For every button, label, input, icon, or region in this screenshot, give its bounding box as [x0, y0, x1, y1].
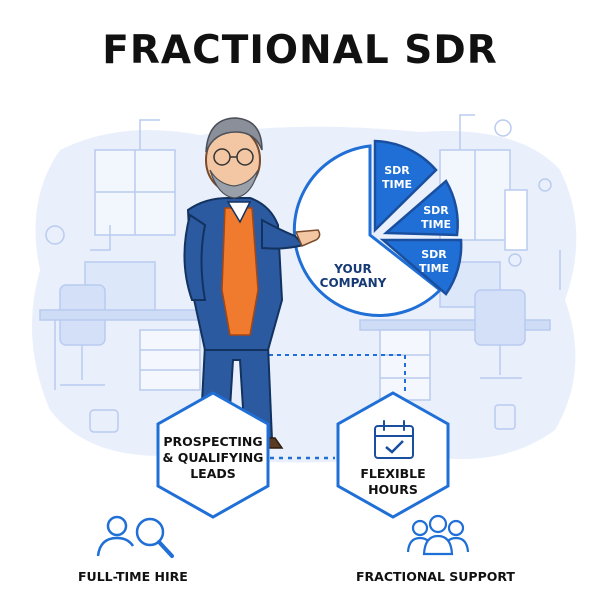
hex-prospecting-text: PROSPECTING & QUALIFYING LEADS [153, 434, 273, 482]
pie-chart: YOUR COMPANY SDR TIME SDR TIME SDR TIME [292, 139, 463, 317]
team-icon [406, 514, 470, 556]
label-full-time-hire: FULL-TIME HIRE [78, 569, 188, 584]
hex-prospecting-line2: & QUALIFYING [162, 450, 264, 465]
hair [205, 117, 263, 153]
person-magnifier-icon [96, 515, 174, 558]
sweater [221, 207, 259, 336]
pie-sdr-slice-1 [373, 139, 438, 233]
pie-slice-1-line2: TIME [382, 178, 412, 191]
pie-company-slice [292, 144, 443, 317]
pointing-hand [294, 229, 321, 247]
pie-company-label-2: COMPANY [320, 276, 387, 290]
hex-flexible-line2: HOURS [368, 482, 418, 497]
pie-slice-1-line1: SDR [384, 164, 410, 177]
hex-prospecting-line1: PROSPECTING [163, 434, 263, 449]
beard [209, 169, 259, 199]
pie-sdr-slice-2 [382, 179, 459, 237]
pie-slice-3-line2: TIME [419, 262, 449, 275]
pie-company-label-1: YOUR [333, 262, 371, 276]
office-scene [39, 114, 561, 433]
hex-prospecting [156, 391, 270, 519]
pie-slice-2-line2: TIME [421, 218, 451, 231]
page-title: FRACTIONAL SDR [102, 28, 498, 73]
hex-flexible-line1: FLEXIBLE [360, 466, 426, 481]
pie-slice-3-line1: SDR [421, 248, 447, 261]
pie-sdr-slice-3 [379, 238, 463, 296]
hex-flexible-text: FLEXIBLE HOURS [343, 466, 443, 498]
hex-prospecting-line3: LEADS [190, 466, 236, 481]
label-fractional-support: FRACTIONAL SUPPORT [356, 569, 515, 584]
pie-slice-2-line1: SDR [423, 204, 449, 217]
calendar-check-icon [374, 420, 414, 459]
